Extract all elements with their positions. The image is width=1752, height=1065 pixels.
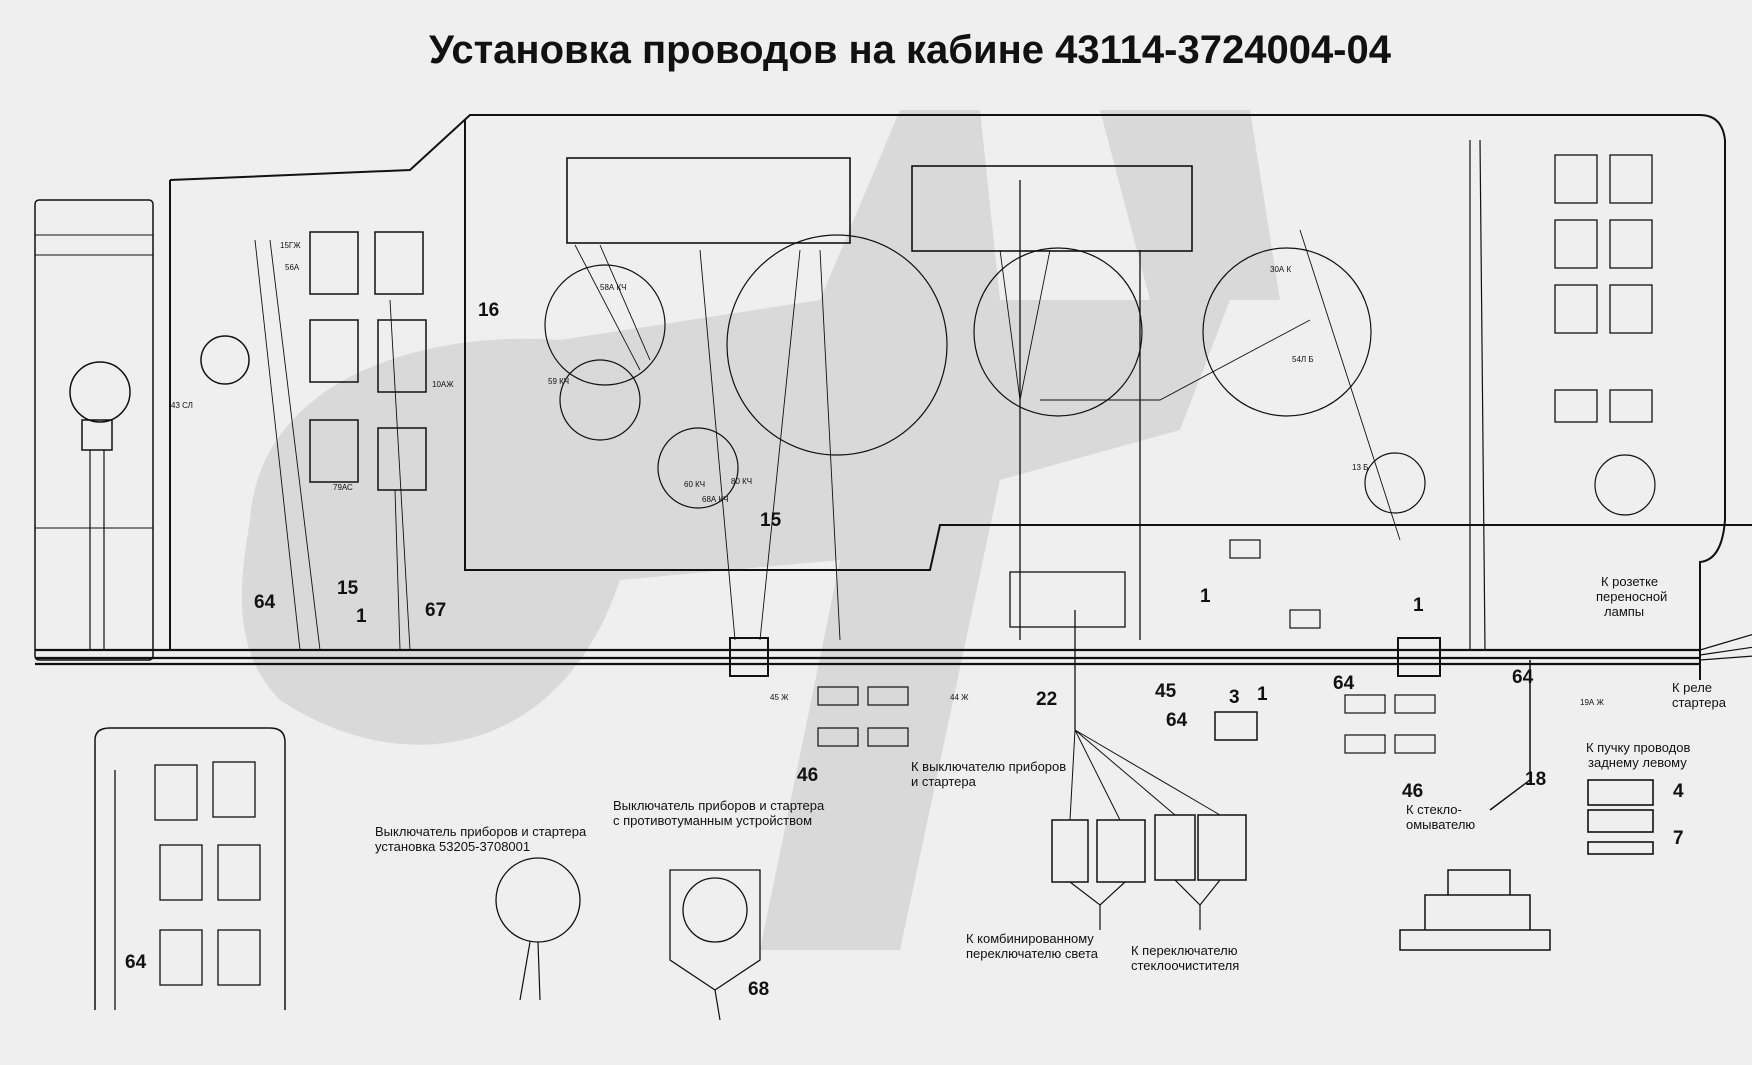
note-relay-2: стартера bbox=[1672, 695, 1727, 710]
callout-1-center: 1 bbox=[1200, 586, 1211, 607]
callout-68: 68 bbox=[748, 979, 769, 1000]
note-ign-install-1: Выключатель приборов и стартера bbox=[375, 824, 587, 839]
callout-46-right: 46 bbox=[1402, 781, 1423, 802]
tachometer bbox=[973, 247, 1143, 417]
left-door-panel bbox=[34, 199, 154, 661]
wire-tag: 13 Б bbox=[1352, 463, 1368, 472]
diagram-title: Установка проводов на кабине 43114-37240… bbox=[428, 28, 1391, 72]
upper-connector-panel-2 bbox=[911, 165, 1193, 252]
note-rear-left-2: заднему левому bbox=[1588, 755, 1687, 770]
note-socket-2: переносной bbox=[1596, 589, 1667, 604]
callout-16: 16 bbox=[478, 300, 499, 321]
wire-tag: 68А КЧ bbox=[702, 495, 728, 504]
wire-tag: 43 СЛ bbox=[171, 401, 193, 410]
upper-connector-panel-1 bbox=[566, 157, 851, 244]
callout-15-left: 15 bbox=[337, 578, 359, 599]
ignition-switch-2 bbox=[669, 869, 761, 991]
note-switch-ref-2: и стартера bbox=[911, 774, 977, 789]
note-washer-1: К стекло- bbox=[1406, 802, 1462, 817]
wire-tag: 54Л Б bbox=[1292, 355, 1314, 364]
note-socket-3: лампы bbox=[1604, 604, 1644, 619]
note-wiper-switch-1: К переключателю bbox=[1131, 943, 1238, 958]
note-ign-install-2: установка 53205-3708001 bbox=[375, 839, 530, 854]
wire-tag: 79АС bbox=[333, 483, 353, 492]
note-rear-left-1: К пучку проводов bbox=[1586, 740, 1690, 755]
callout-46-left: 46 bbox=[797, 765, 818, 786]
grommet-right bbox=[1397, 637, 1441, 677]
speedometer bbox=[726, 234, 948, 456]
callout-64-center: 64 bbox=[1166, 710, 1188, 731]
wire-tag: 30А К bbox=[1270, 265, 1291, 274]
note-ign-fog-2: с противотуманным устройством bbox=[613, 813, 812, 828]
ignition-switch-1 bbox=[495, 857, 581, 943]
note-ign-fog-1: Выключатель приборов и стартера bbox=[613, 798, 825, 813]
gauge-1 bbox=[544, 264, 666, 386]
main-harness bbox=[35, 648, 1700, 666]
callout-3: 3 bbox=[1229, 687, 1240, 708]
wire-tag: 44 Ж bbox=[950, 693, 969, 702]
callout-64-right: 64 bbox=[1512, 667, 1534, 688]
callout-7: 7 bbox=[1673, 828, 1684, 849]
callout-45: 45 bbox=[1155, 681, 1177, 702]
callout-64-mid: 64 bbox=[1333, 673, 1355, 694]
callout-22: 22 bbox=[1036, 689, 1057, 710]
note-washer-2: омывателю bbox=[1406, 817, 1475, 832]
wire-tag: 59 КЧ bbox=[548, 377, 569, 386]
callout-64-left: 64 bbox=[254, 592, 276, 613]
callout-numbers: 16 15 15 64 1 67 1 1 1 64 64 64 64 22 45… bbox=[125, 300, 1684, 1000]
callout-1-right: 1 bbox=[1413, 595, 1424, 616]
wire-tag: 60 КЧ bbox=[684, 480, 705, 489]
callout-15-top: 15 bbox=[760, 510, 782, 531]
cab-inner-outline bbox=[464, 120, 1752, 571]
callout-4: 4 bbox=[1673, 781, 1684, 802]
note-relay-1: К реле bbox=[1672, 680, 1712, 695]
callout-1-left: 1 bbox=[356, 606, 367, 627]
wire-tag: 15ГЖ bbox=[280, 241, 301, 250]
cab-outline bbox=[169, 114, 1726, 680]
callout-1-mid: 1 bbox=[1257, 684, 1268, 705]
annotations: К розетке переносной лампы К реле старте… bbox=[375, 574, 1727, 973]
wire-tags: 15ГЖ 56А 43 СЛ 10АЖ 79АС 58А КЧ 59 КЧ 60… bbox=[171, 241, 1604, 707]
callout-64-inset: 64 bbox=[125, 952, 147, 973]
note-wiper-switch-2: стеклоочистителя bbox=[1131, 958, 1239, 973]
wire-tag: 58А КЧ bbox=[600, 283, 626, 292]
center-bundle bbox=[1019, 180, 1141, 730]
inset-panel bbox=[94, 727, 286, 1010]
wire-tag: 80 КЧ bbox=[731, 477, 752, 486]
wire-tag: 45 Ж bbox=[770, 693, 789, 702]
wire-tag: 19А Ж bbox=[1580, 698, 1604, 707]
gauge-2 bbox=[1202, 247, 1372, 417]
watermark-logo bbox=[241, 110, 1280, 950]
wire-tag: 10АЖ bbox=[432, 380, 454, 389]
note-socket-1: К розетке bbox=[1601, 574, 1658, 589]
note-light-switch-1: К комбинированному bbox=[966, 931, 1094, 946]
wire-tag: 56А bbox=[285, 263, 300, 272]
callout-67: 67 bbox=[425, 600, 446, 621]
grommet-left bbox=[729, 637, 769, 677]
lamp bbox=[69, 361, 131, 423]
note-light-switch-2: переключателю света bbox=[966, 946, 1099, 961]
note-switch-ref-1: К выключателю приборов bbox=[911, 759, 1066, 774]
callout-18: 18 bbox=[1525, 769, 1546, 790]
